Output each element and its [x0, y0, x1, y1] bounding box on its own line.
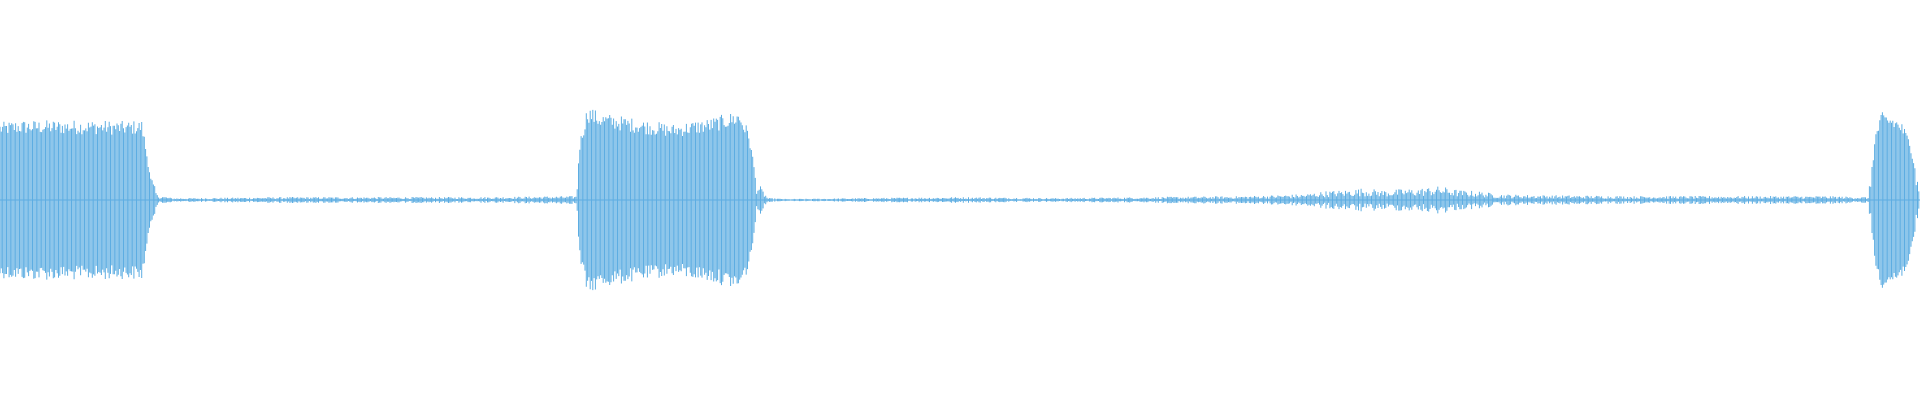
waveform-samples — [0, 109, 1920, 291]
waveform-trace — [0, 109, 1920, 291]
